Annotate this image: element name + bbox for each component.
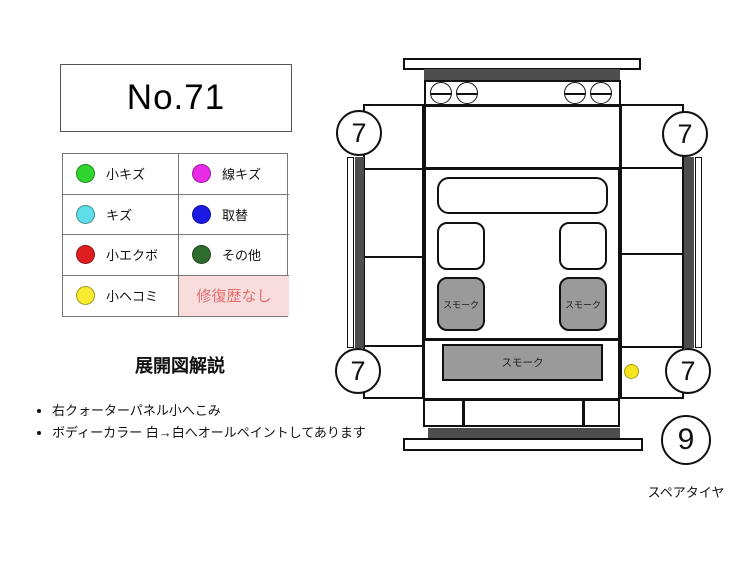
wheel-value: 7 [350,355,366,386]
spare-tire-label: スペアタイヤ [647,485,725,500]
condition-notes: 右クォーターパネル小へこみ ボディーカラー 白→白へオールペイントしてあります [22,403,422,448]
wheel-value: 7 [677,118,693,149]
damage-legend: 小キズ 線キズ キズ 取替 小エクボ その他 小ヘコミ 修復歴なし [62,153,289,317]
legend-no-repair-history: 修復歴なし [179,275,289,316]
rear-bumper-row [423,399,620,427]
panel-divider [622,253,682,255]
wheel-value: 7 [351,117,367,148]
smoke-label: スモーク [564,299,601,310]
legend-item-line-scratch: 線キズ [179,154,289,195]
smoke-window-rear-left: スモーク [437,277,485,331]
yellow-dot-icon [76,286,95,306]
legend-label: 取替 [222,207,249,223]
lot-number-box: No.71 [60,64,292,132]
headlight-icon [590,82,612,104]
headlight-icon [456,82,478,104]
wheel-mark-rear-right: 7 [665,348,711,394]
legend-item-scratch: キズ [63,194,179,235]
bumper-divider [462,401,465,425]
legend-label: 小ヘコミ [106,289,159,305]
panel-divider [365,168,422,170]
note-item: ボディーカラー 白→白へオールペイントしてあります [52,425,422,441]
panel-divider [622,346,682,348]
dark-green-dot-icon [192,245,211,265]
wheel-mark-front-left: 7 [336,110,382,156]
left-rocker-outer [347,157,354,348]
panel-divider [622,167,682,169]
legend-label: 線キズ [222,167,262,183]
note-item: 右クォーターパネル小へこみ [52,403,422,419]
wheel-mark-front-right: 7 [662,111,708,157]
wheel-value: 7 [680,355,696,386]
rear-window-smoke: スモーク [442,344,603,381]
window-front-right [559,222,607,270]
panel-divider [365,345,422,347]
panel-divider [365,256,422,258]
legend-item-replaced: 取替 [179,195,289,235]
front-grille-strip [424,69,620,81]
bumper-divider [582,401,585,425]
smoke-label: スモーク [442,299,479,310]
headlight-divider [457,93,477,95]
windshield [437,177,608,214]
legend-item-small-dimple: 小エクボ [63,235,179,276]
legend-item-small-dent: 小ヘコミ [63,275,179,316]
right-rocker-outer [695,157,702,348]
spare-tire-mark: 9 [661,415,711,465]
magenta-dot-icon [192,164,211,184]
diagram-explanation-heading: 展開図解説 [135,356,225,376]
blue-dot-icon [192,204,211,224]
legend-label: その他 [222,248,262,264]
headlight-icon [430,82,452,104]
legend-item-other: その他 [179,235,289,276]
window-front-left [437,222,485,270]
wheel-value: 9 [677,423,695,456]
headlight-icon [564,82,586,104]
wheel-mark-rear-left: 7 [335,348,381,394]
lot-number: No.71 [126,78,226,117]
rear-bumper [403,438,643,451]
legend-item-small-scratch: 小キズ [63,154,179,195]
headlight-divider [591,93,611,95]
cyan-dot-icon [76,204,95,224]
left-rocker-strip [355,157,364,348]
smoke-window-rear-right: スモーク [559,277,607,331]
legend-label: キズ [106,207,133,223]
hood-panel [424,105,621,169]
rear-lower-strip [428,428,620,438]
legend-label: 小エクボ [106,248,159,264]
smoke-label: スモーク [501,357,544,369]
right-rocker-strip [684,157,694,348]
legend-label: 小キズ [106,167,146,183]
small-dent-marker-icon [624,364,639,379]
green-dot-icon [76,164,95,184]
headlight-divider [431,93,451,95]
left-side-panels [363,104,424,399]
red-dot-icon [76,245,95,265]
headlight-divider [565,93,585,95]
